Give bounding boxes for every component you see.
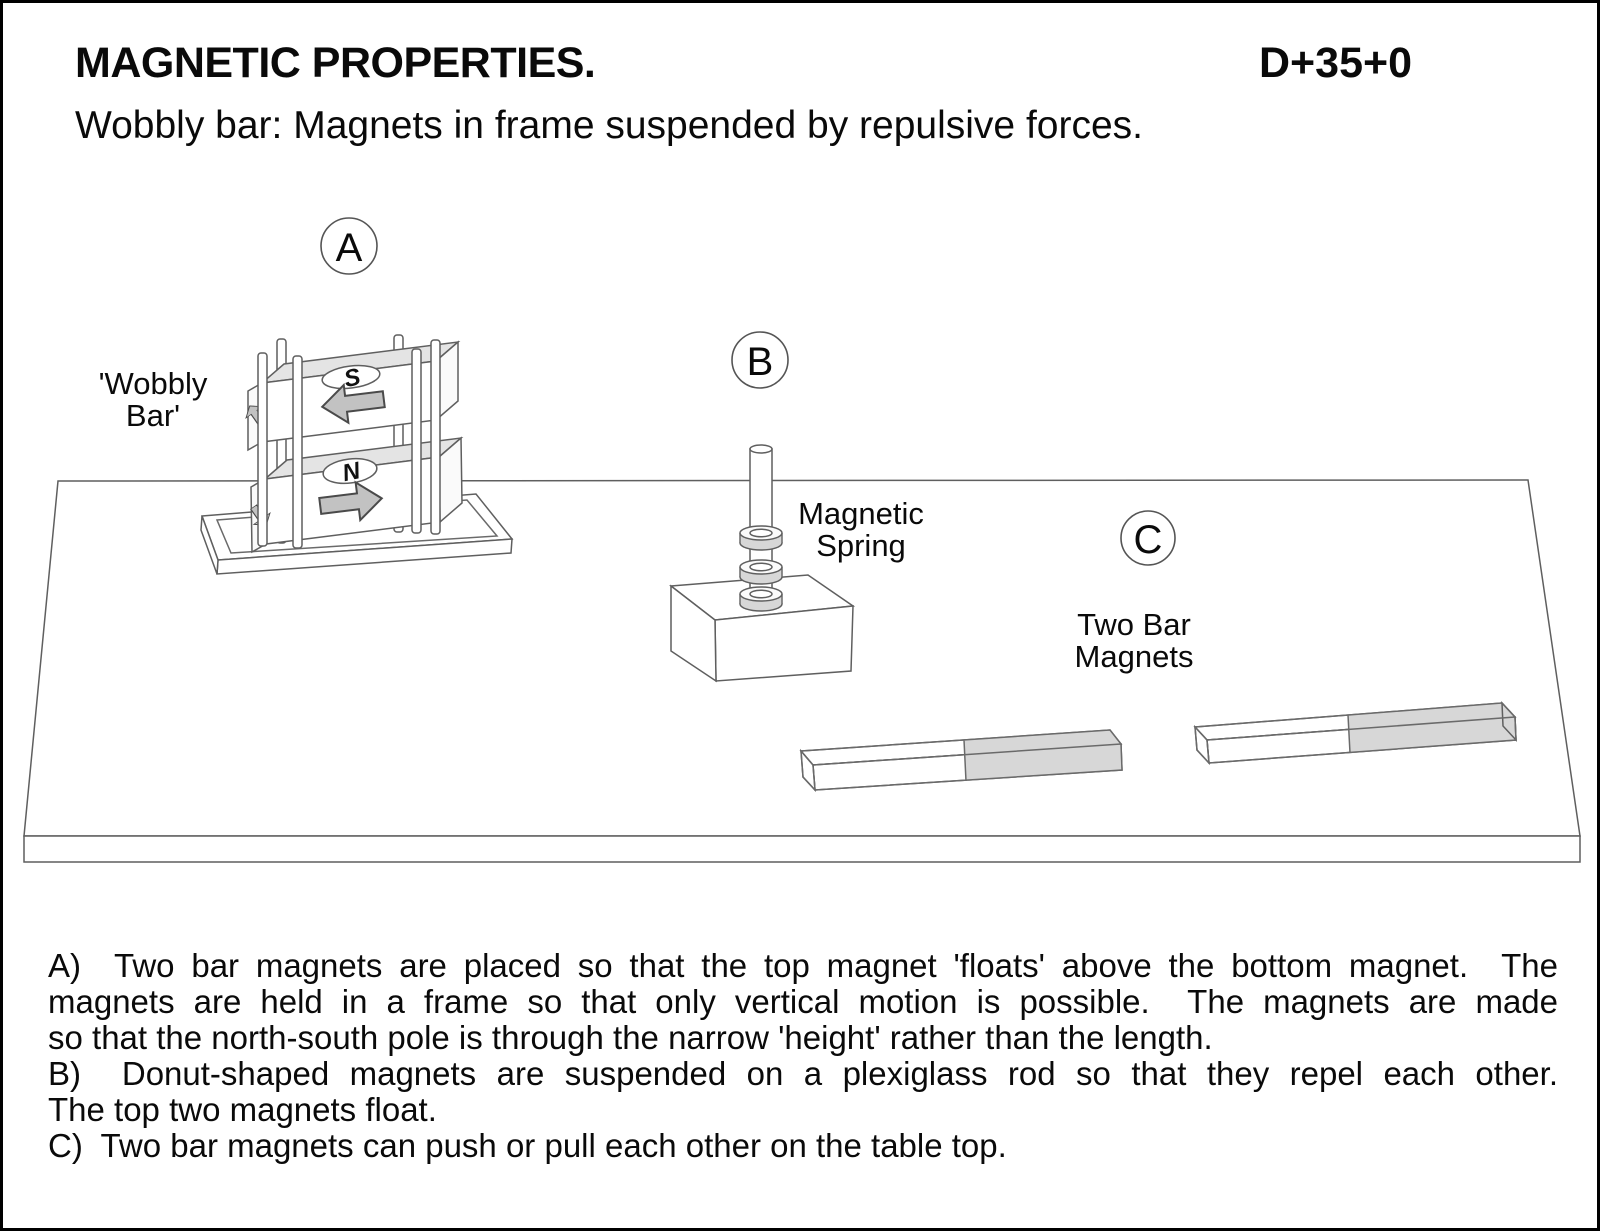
bar-right-gray-half [1348,703,1516,753]
bar-magnet-left [799,729,1123,793]
bottom-pole-ellipse [322,457,378,485]
donut-1-hole [749,528,773,538]
donut-3-hole [749,589,773,599]
guide-rod-front-right-2 [430,339,441,535]
guide-rod-front-left-1 [257,352,268,547]
bar-left-gray-half [964,730,1122,781]
bar-right-outline [1194,702,1517,764]
diagram-captions: 'Wobbly Bar' Magnetic Spring Two Bar Mag… [99,366,1194,674]
tray-left-wall [200,515,219,575]
description-block: A) Two bar magnets are placed so that th… [48,948,1558,1164]
two-bar-magnets [799,700,1517,793]
two-bar-magnets-label-line1: Two Bar [1077,607,1191,642]
box-front-face [714,605,854,682]
page-subtitle: Wobbly bar: Magnets in frame suspended b… [75,104,1143,147]
box-left-face [670,584,717,683]
top-magnet: S [245,340,461,452]
catalog-code: D+35+0 [1259,39,1413,87]
bar-magnet-right [1193,700,1517,766]
description-line-4: B) Donut-shaped magnets are suspended on… [48,1055,1558,1092]
table-front-edge [23,835,1581,863]
description-line-6: C) Two bar magnets can push or pull each… [48,1127,1007,1164]
callout-c-circle [1120,510,1176,566]
guide-rod-front-left-2 [292,355,303,549]
donut-magnet-1 [739,525,783,551]
two-bar-magnets-label-line2: Magnets [1075,639,1194,674]
page-title: MAGNETIC PROPERTIES. [75,39,596,87]
callout-a-circle [320,217,378,275]
callout-c-letter: C [1134,518,1163,562]
callout-b: B [731,331,789,389]
magnetic-spring-label-line2: Spring [816,528,906,563]
callout-c: C [1120,510,1176,566]
magnetic-spring-assembly [669,444,856,683]
donut-magnet-3 [739,586,783,612]
description-line-5: The top two magnets float. [48,1091,437,1128]
wobbly-bar-label-line2: Bar' [126,398,180,433]
magnetic-spring-label-line1: Magnetic [798,496,924,531]
description-line-3: so that the north-south pole is through … [48,1019,1213,1056]
bottom-magnet-arrow-right [318,480,384,523]
top-magnet-arrow-left [320,382,386,425]
demo-diagram: N S [23,217,1581,863]
callout-a: A [320,217,378,275]
wobbly-bar-label-line1: 'Wobbly [99,366,208,401]
donut-2-hole [749,562,773,572]
bottom-pole-letter: N [340,457,363,487]
description-line-2: magnets are held in a frame so that only… [48,983,1558,1020]
top-pole-ellipse [321,364,381,390]
bar-left-outline [800,729,1123,791]
callout-b-circle [731,331,789,389]
wobbly-bar-assembly: N S [200,334,514,575]
top-pole-letter: S [342,363,363,393]
donut-magnet-2 [739,559,783,585]
rod-top [749,444,773,454]
guide-rod-front-right-1 [411,348,422,534]
description-line-1: A) Two bar magnets are placed so that th… [48,947,1558,984]
callout-b-letter: B [747,340,774,384]
plexiglass-rod [749,444,773,590]
callout-a-letter: A [336,226,363,270]
